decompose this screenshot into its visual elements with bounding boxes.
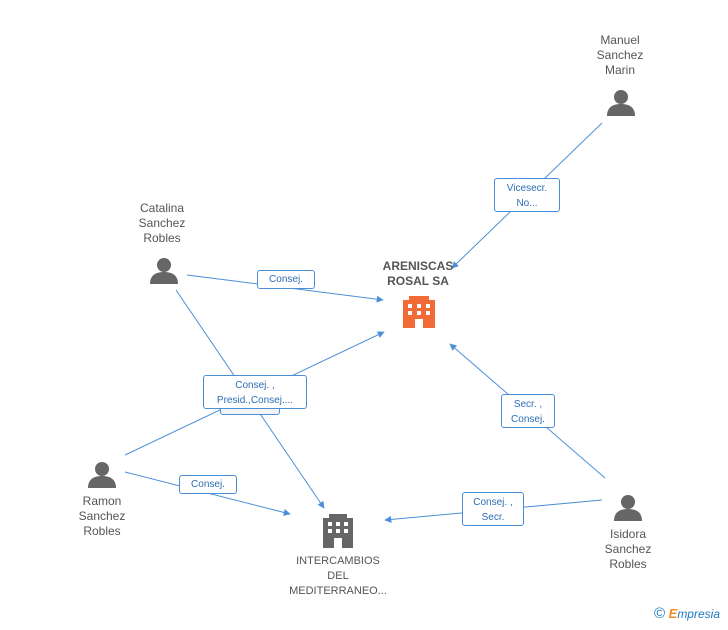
edge-role-ramon-second[interactable]: Consej. [179,475,237,494]
edge-role-catalina-main[interactable]: Consej. [257,270,315,289]
person-label-line: Robles [609,557,647,571]
company-main-building-icon[interactable] [403,296,435,328]
person-label-line: Sanchez [138,216,186,230]
company-main-label-line: ARENISCAS [382,259,454,273]
person-label-line: Isidora [609,527,647,541]
person-icon-manuel[interactable] [607,90,635,116]
edge-role-text: Secr. [481,512,505,523]
person-label-line: Sanchez [596,48,644,62]
edge-role-text: Presid.,Consej.... [216,395,294,406]
person-label-manuel[interactable]: Manuel Sanchez Marin [580,33,660,78]
edge-role-isidora-main[interactable]: Secr. , Consej. [501,394,555,428]
edge-role-manuel-main[interactable]: Vicesecr. No... [494,178,560,212]
edge-role-text: Consej. , [235,380,275,391]
company-second-label[interactable]: INTERCAMBIOS DEL MEDITERRANEO... [278,554,398,599]
person-label-line: Catalina [139,201,185,215]
company-second-building-icon[interactable] [323,514,353,548]
person-label-isidora[interactable]: Isidora Sanchez Robles [588,527,668,572]
person-label-line: Ramon [82,494,122,508]
person-label-ramon[interactable]: Ramon Sanchez Robles [62,494,142,539]
empresia-logo[interactable]: © Empresia [654,605,720,622]
company-main-label[interactable]: ARENISCAS ROSAL SA [368,259,468,289]
edge-role-text: Consej. [269,274,303,285]
person-label-line: Sanchez [604,542,652,556]
person-label-line: Marin [604,63,635,77]
edge-role-text: Consej. [511,414,545,425]
brand-rest: mpresia [677,607,720,621]
edge-role-text: Vicesecr. [506,183,548,194]
person-label-line: Robles [83,524,121,538]
company-second-label-line: MEDITERRANEO... [289,585,387,597]
edge-role-text: Secr. , [513,399,543,410]
edge-role-text: Consej. [191,479,225,490]
company-second-label-line: DEL [327,570,349,582]
copyright-icon: © [653,605,666,622]
person-label-line: Robles [143,231,181,245]
brand-e: E [668,606,678,621]
person-icon-isidora[interactable] [614,495,642,521]
person-label-line: Manuel [600,33,640,47]
person-label-catalina[interactable]: Catalina Sanchez Robles [122,201,202,246]
company-main-label-line: ROSAL SA [387,274,449,288]
edge-role-catalina-group[interactable]: Consej. , Presid.,Consej.... [203,375,307,409]
person-label-line: Sanchez [78,509,126,523]
edge-role-text: Consej. , [473,497,513,508]
edge-role-text: No... [516,198,538,209]
person-icon-catalina[interactable] [150,258,178,284]
edge-role-isidora-second[interactable]: Consej. , Secr. [462,492,524,526]
person-icon-ramon[interactable] [88,462,116,488]
company-second-label-line: INTERCAMBIOS [296,555,380,567]
